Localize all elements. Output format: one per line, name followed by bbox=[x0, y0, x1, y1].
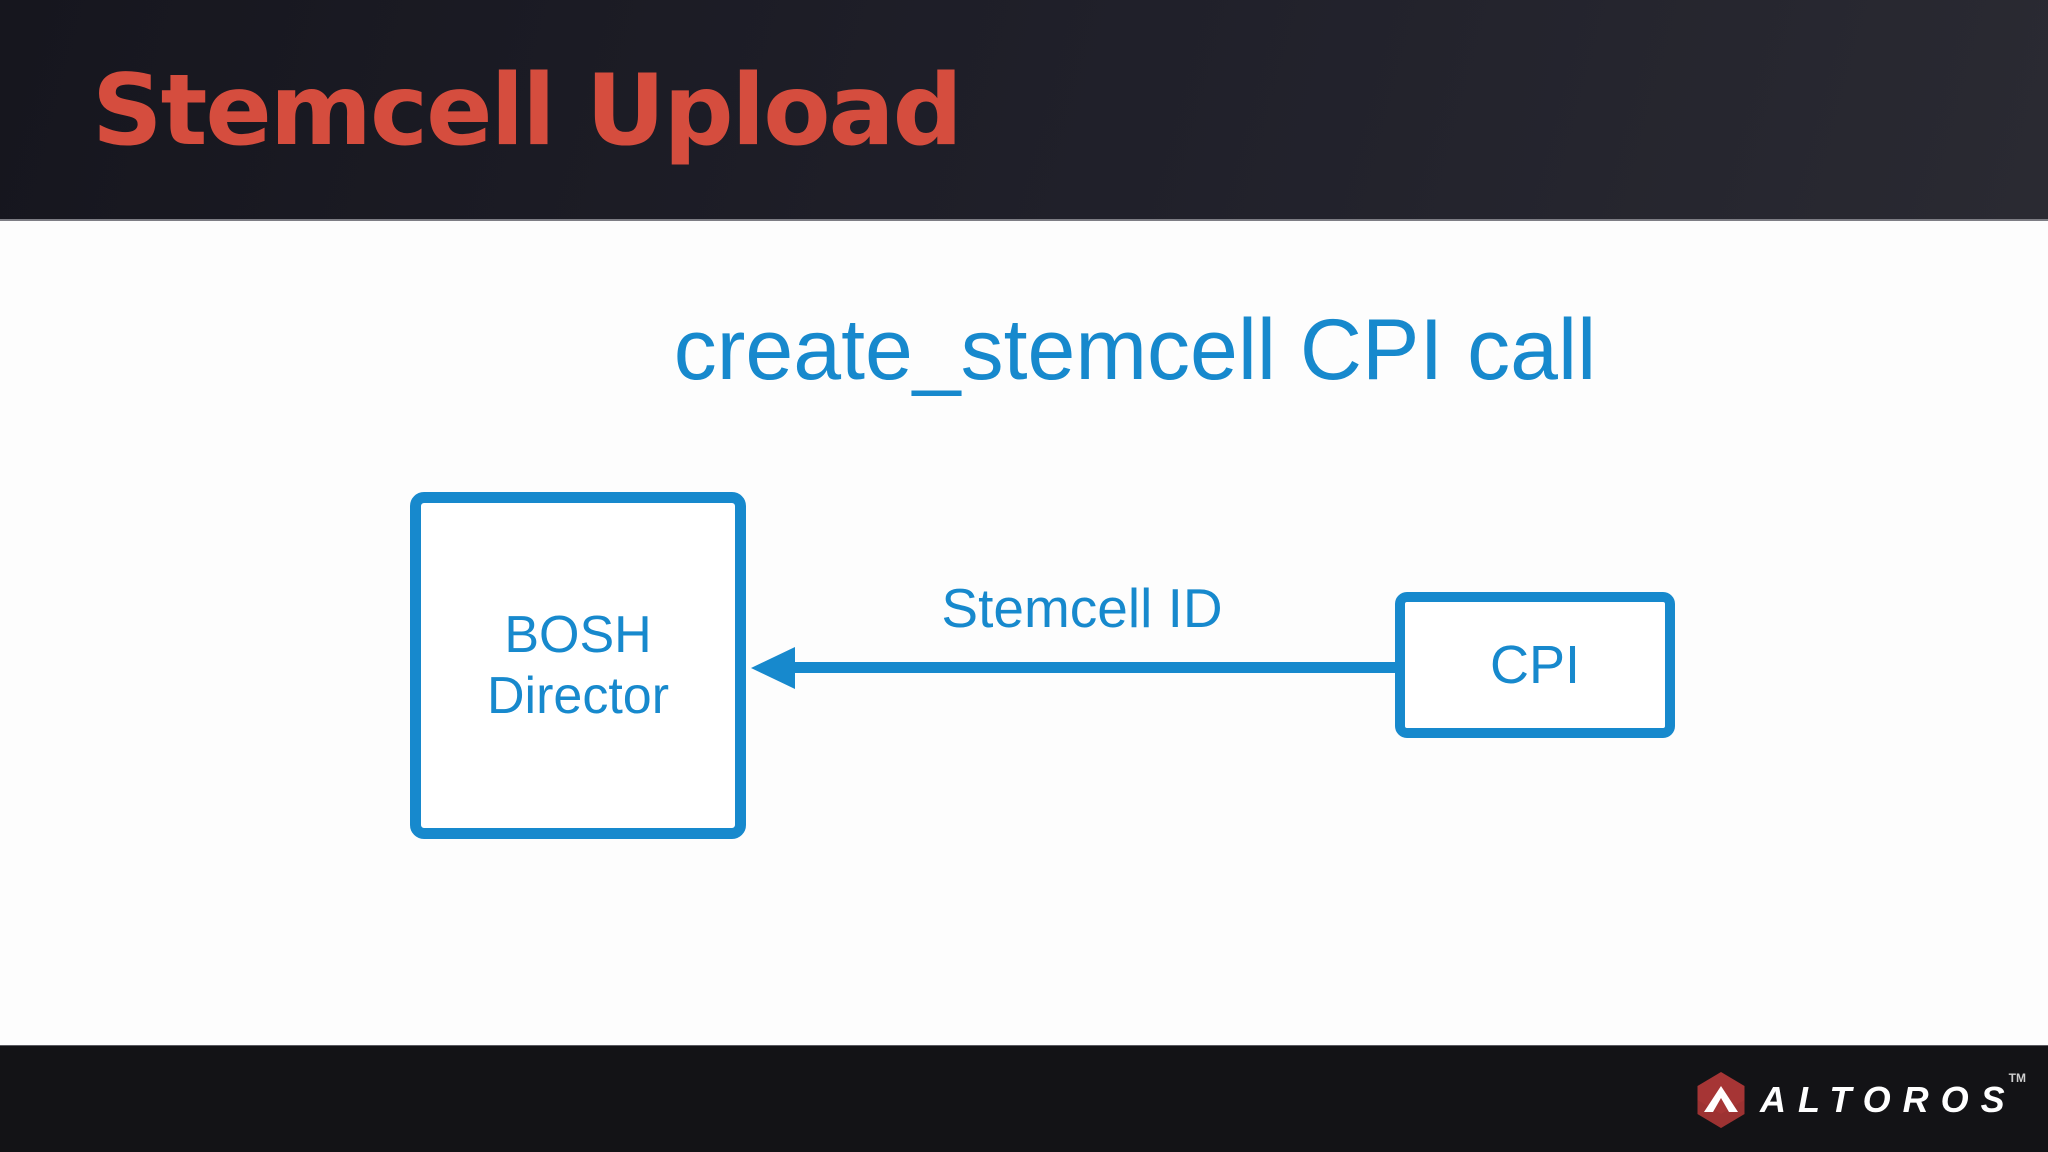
altoros-hexagon-logo-icon bbox=[1697, 1071, 1745, 1128]
bosh-director-node: BOSH Director bbox=[410, 492, 746, 839]
brand-wordmark: ALTOROSTM bbox=[1760, 1070, 2026, 1120]
arrow-line bbox=[793, 662, 1395, 673]
cpi-label: CPI bbox=[1489, 635, 1581, 695]
cpi-node: CPI bbox=[1395, 592, 1675, 738]
arrow-label: Stemcell ID bbox=[941, 577, 1223, 639]
slide-header: Stemcell Upload bbox=[0, 0, 2048, 221]
trademark-symbol: TM bbox=[2008, 1070, 2026, 1085]
slide-footer: ALTOROSTM bbox=[0, 1045, 2048, 1152]
page-title: Stemcell Upload bbox=[92, 54, 963, 168]
diagram-title: create_stemcell CPI call bbox=[673, 302, 1597, 398]
arrow-left-icon bbox=[751, 647, 795, 689]
bosh-director-label: BOSH Director bbox=[486, 605, 670, 725]
brand-lockup: ALTOROSTM bbox=[1696, 1046, 2034, 1152]
slide-body bbox=[0, 223, 2048, 1045]
